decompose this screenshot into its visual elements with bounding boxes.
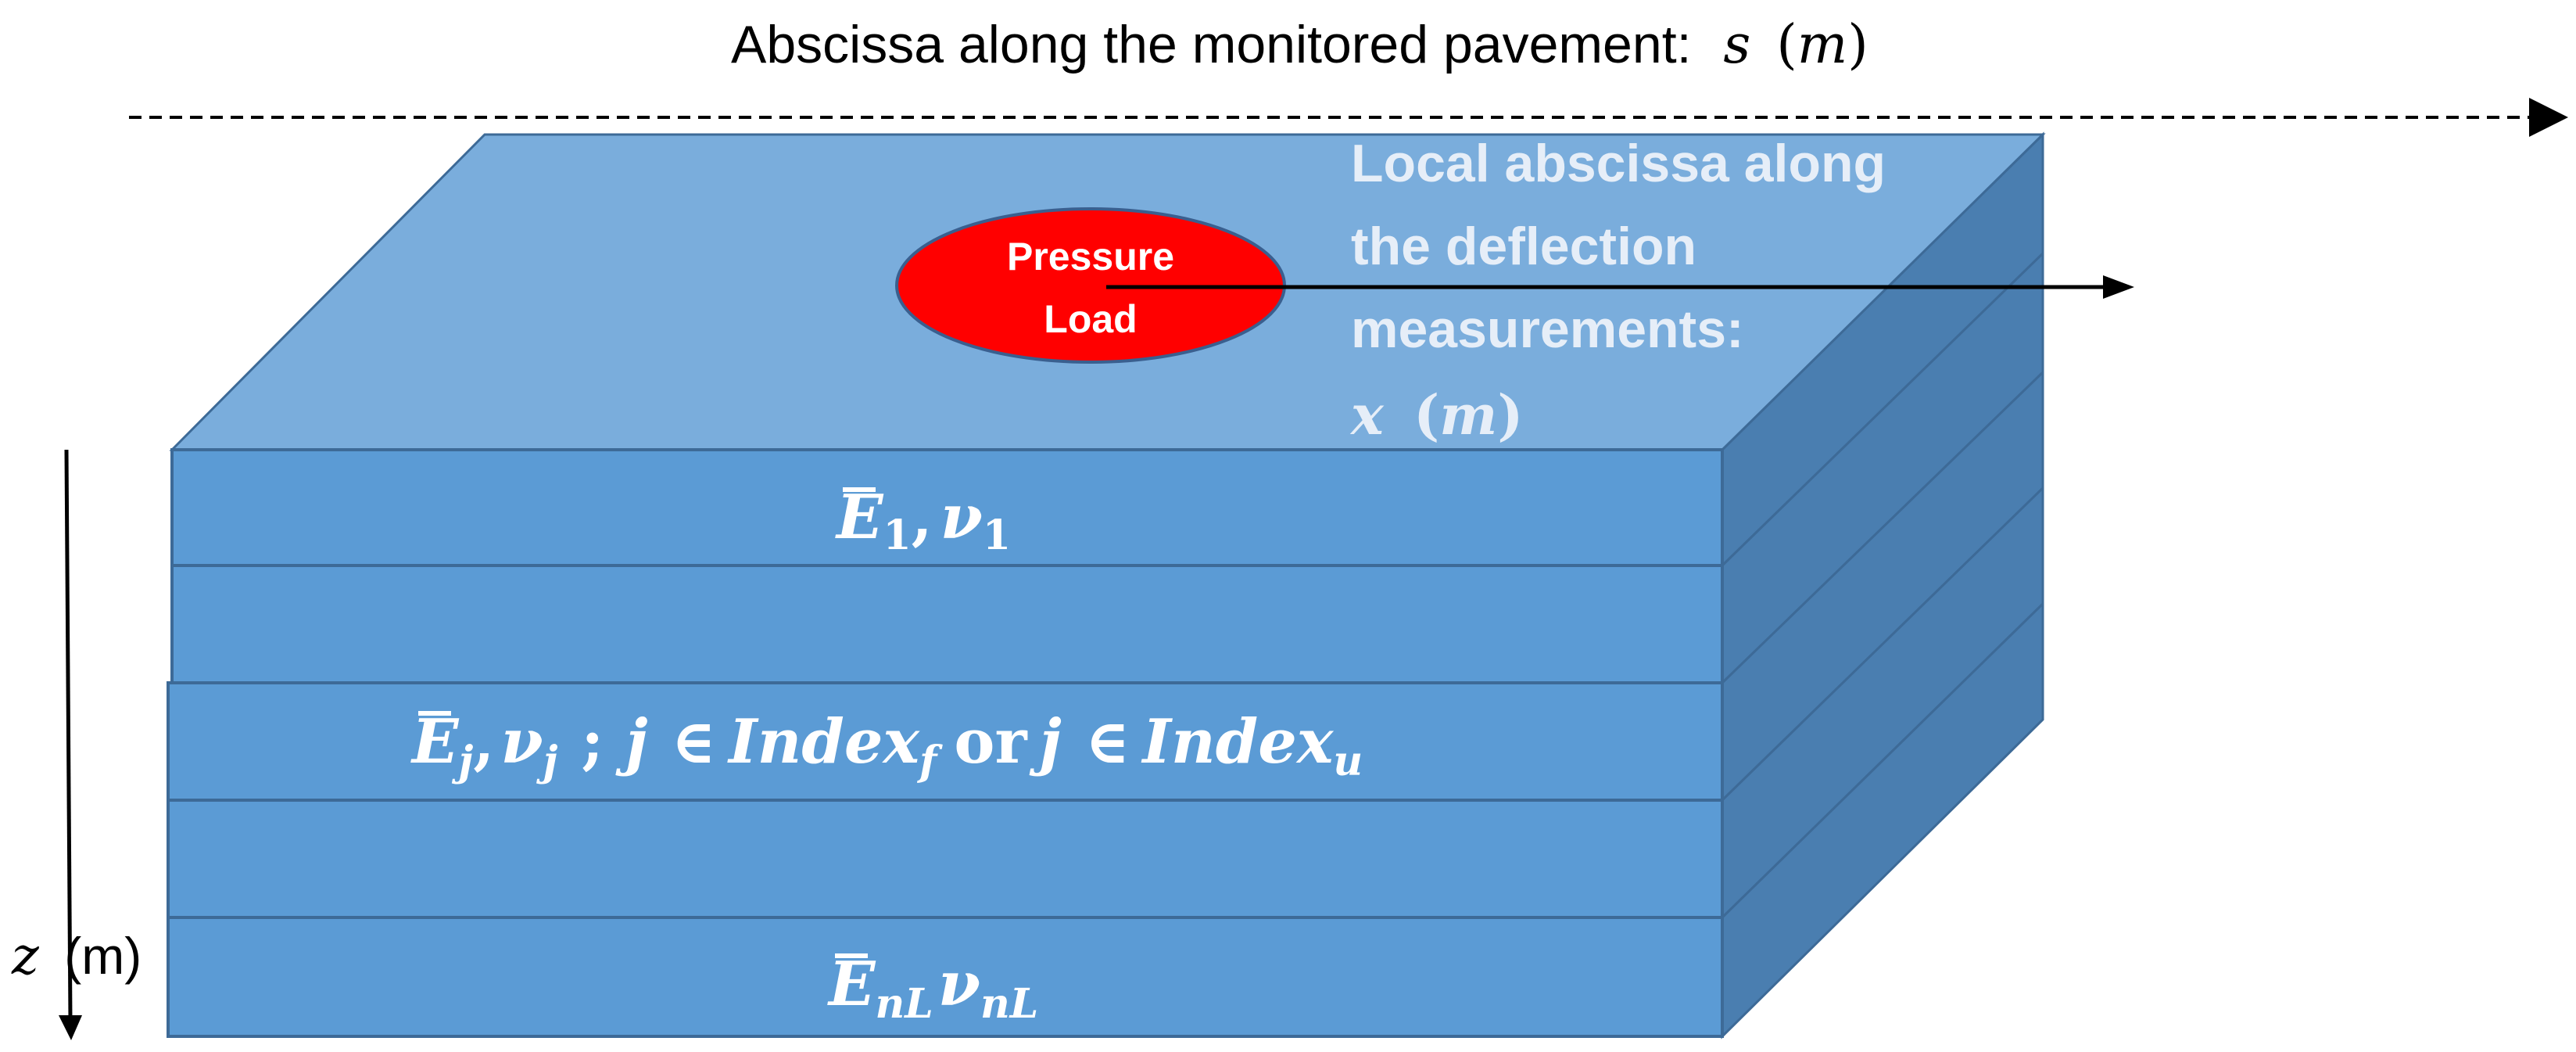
top-axis-arrowhead: [2529, 98, 2568, 137]
layer-1-label: E1,ν1: [835, 482, 1011, 559]
svg-text:E1,ν1: E1,ν1: [835, 482, 1011, 559]
depth-axis-arrowhead: [59, 1015, 82, 1040]
depth-axis-label: z (m): [11, 926, 142, 986]
layer-3-front-face: [167, 681, 1724, 802]
layer-2-front-face: [170, 564, 1724, 684]
depth-axis-line: [64, 449, 73, 1021]
layer-nL-label: EnLνnL: [827, 949, 1038, 1028]
layer-4-front-face: [167, 799, 1724, 919]
local-axis-label: Local abscissa along the deflection meas…: [1351, 134, 1901, 359]
svg-text:EnLνnL: EnLνnL: [827, 949, 1038, 1028]
pressure-load-label-line1: Pressure: [1007, 235, 1174, 278]
layer-5-front-face: [167, 916, 1724, 1038]
local-axis-symbol: x (m): [1349, 382, 1523, 447]
top-axis-title: Abscissa along the monitored pavement: s…: [731, 14, 1868, 76]
pressure-load-label-line2: Load: [1044, 297, 1137, 341]
local-axis-arrowhead: [2103, 275, 2134, 299]
